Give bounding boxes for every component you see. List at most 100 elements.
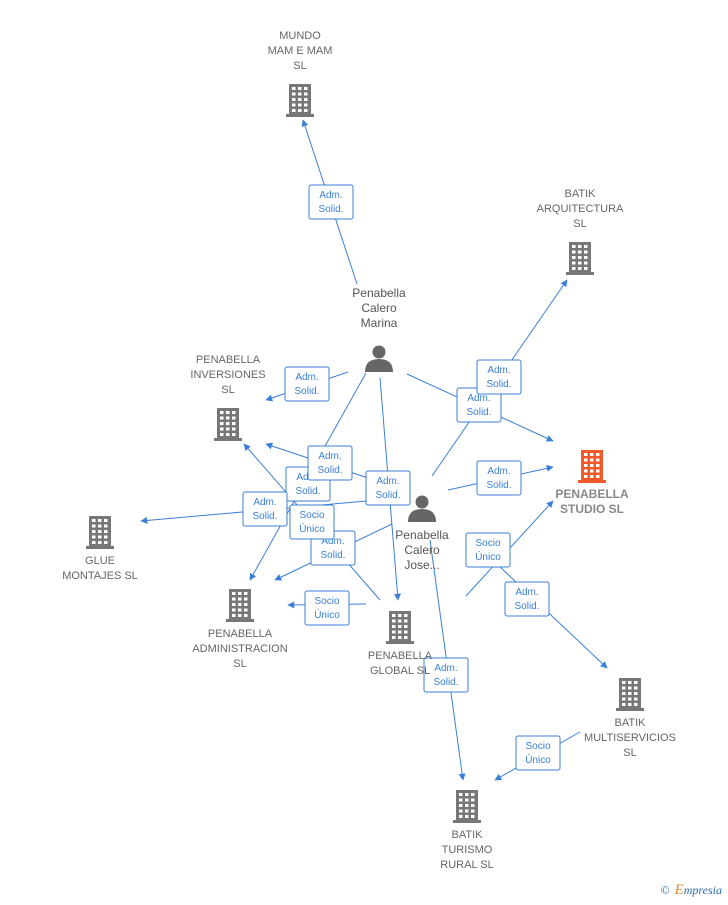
building-window bbox=[622, 686, 626, 690]
building-window bbox=[584, 458, 588, 462]
building-window bbox=[292, 87, 296, 90]
building-window bbox=[465, 809, 469, 813]
building-window bbox=[232, 416, 236, 420]
building-icon bbox=[566, 242, 594, 275]
building-base bbox=[214, 438, 242, 441]
copyright-symbol: © bbox=[660, 883, 670, 897]
edge-label-pen_global-to-batik_multi[interactable]: Adm.Solid. bbox=[504, 581, 550, 617]
building-base bbox=[566, 272, 594, 275]
building-window bbox=[471, 809, 475, 813]
edge-label-text: Solid. bbox=[294, 386, 319, 397]
edge-label-box bbox=[307, 445, 353, 481]
edge-label-box bbox=[365, 470, 411, 506]
building-window bbox=[104, 535, 108, 539]
building-window bbox=[596, 453, 600, 456]
node-jose[interactable]: PenabellaCaleroJose... bbox=[395, 495, 449, 573]
edge-label-marina-to-pen_global[interactable]: Adm.Solid. bbox=[365, 470, 411, 506]
building-icon bbox=[286, 84, 314, 117]
edge-label-jose-to-glue[interactable]: Adm.Solid. bbox=[242, 491, 288, 527]
edge-label-box bbox=[504, 581, 550, 617]
edge-label-marina-to-pen_inv[interactable]: Adm.Solid. bbox=[284, 366, 330, 402]
edge-label-text: Solid. bbox=[318, 204, 343, 215]
node-label: PENABELLA bbox=[196, 354, 261, 366]
building-window bbox=[104, 519, 108, 522]
edge-label-jose-to-batik_arq[interactable]: Adm.Solid. bbox=[476, 359, 522, 395]
edge-label-jose-to-batik_tur[interactable]: Adm.Solid. bbox=[423, 657, 469, 693]
node-label: Penabella bbox=[352, 286, 406, 300]
node-label: TURISMO bbox=[442, 844, 493, 856]
building-window bbox=[404, 630, 408, 634]
node-label: RURAL SL bbox=[440, 859, 493, 871]
building-window bbox=[578, 250, 582, 254]
edge-label-text: Solid. bbox=[433, 677, 458, 688]
building-window bbox=[232, 603, 236, 606]
edge-label-text: Adm. bbox=[487, 365, 510, 376]
building-window bbox=[220, 433, 224, 436]
building-window bbox=[404, 619, 408, 623]
building-window bbox=[232, 411, 236, 414]
building-window bbox=[292, 98, 296, 101]
building-window bbox=[98, 524, 102, 528]
edge-label-box bbox=[465, 532, 511, 568]
node-label: ARQUITECTURA bbox=[537, 203, 624, 215]
building-window bbox=[220, 416, 224, 420]
building-window bbox=[392, 614, 396, 617]
building-window bbox=[244, 592, 248, 595]
edge-label-text: Adm. bbox=[376, 476, 399, 487]
building-window bbox=[584, 250, 588, 254]
node-label: Calero bbox=[404, 543, 440, 557]
building-icon bbox=[86, 516, 114, 549]
building-window bbox=[459, 793, 463, 796]
building-window bbox=[622, 681, 626, 684]
building-window bbox=[238, 608, 242, 612]
edge-label-text: Adm. bbox=[467, 393, 490, 404]
edge-label-text: Adm. bbox=[319, 190, 342, 201]
edge-label-box bbox=[476, 460, 522, 496]
building-window bbox=[584, 475, 588, 478]
building-window bbox=[572, 256, 576, 259]
building-window bbox=[92, 535, 96, 539]
building-window bbox=[226, 427, 230, 431]
edge-label-jose-to-pen_inv[interactable]: Adm.Solid. bbox=[307, 445, 353, 481]
building-window bbox=[304, 98, 308, 101]
node-label: STUDIO SL bbox=[560, 502, 624, 516]
building-window bbox=[244, 603, 248, 606]
building-window bbox=[232, 433, 236, 436]
node-label: BATIK bbox=[565, 188, 597, 200]
building-window bbox=[226, 433, 230, 436]
building-window bbox=[584, 464, 588, 467]
footer-brand[interactable]: © Empresia bbox=[660, 882, 722, 899]
edge-label-text: Adm. bbox=[318, 451, 341, 462]
node-label: MAM E MAM bbox=[268, 45, 333, 57]
building-window bbox=[590, 453, 594, 456]
edge-label-marina-to-mundo[interactable]: Adm. Solid. bbox=[308, 184, 354, 220]
building-base bbox=[286, 114, 314, 117]
edge-label-box bbox=[476, 359, 522, 395]
building-window bbox=[584, 256, 588, 259]
building-window bbox=[232, 608, 236, 612]
building-icon bbox=[386, 611, 414, 644]
person-icon bbox=[365, 345, 393, 372]
building-window bbox=[596, 475, 600, 478]
building-window bbox=[398, 636, 402, 639]
building-window bbox=[398, 630, 402, 634]
building-window bbox=[572, 267, 576, 270]
edge-label-jose-to-pen_studio[interactable]: Adm.Solid. bbox=[476, 460, 522, 496]
building-window bbox=[584, 453, 588, 456]
building-window bbox=[232, 592, 236, 595]
